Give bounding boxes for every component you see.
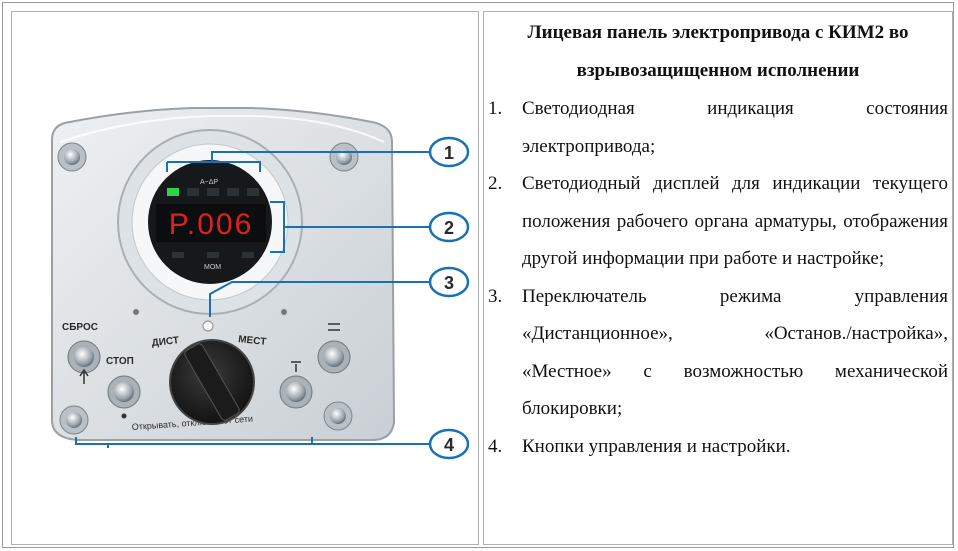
document-title: Лицевая панель электропривода с КИМ2 во …: [527, 22, 909, 81]
status-led-green: [167, 188, 179, 196]
list-item: 3. Переключатель режима управления «Дист…: [486, 278, 952, 428]
callout-4: 4: [428, 428, 470, 460]
callout-lines: [75, 151, 432, 448]
list-item: 1. Светодиодная индикация состояния элек…: [486, 90, 952, 165]
reset-label: СБРОС: [62, 322, 98, 333]
stop-button[interactable]: [107, 375, 141, 419]
feature-list: 1. Светодиодная индикация состояния элек…: [484, 90, 952, 465]
panel-top-label: A~ΔP: [200, 179, 218, 186]
svg-text:1: 1: [444, 143, 454, 163]
item-text: Кнопки управления и настройки.: [522, 435, 791, 457]
svg-text:4: 4: [444, 435, 454, 455]
callout-2: 2: [428, 211, 470, 243]
position-display: P.006: [169, 208, 254, 241]
list-item: 2. Светодиодный дисплей для индикации те…: [486, 165, 952, 278]
screw-icon: [323, 401, 353, 431]
reset-button[interactable]: [67, 340, 101, 384]
item-text: Светодиодная индикация состояния электро…: [522, 98, 948, 157]
stop-label: СТОП: [106, 356, 134, 367]
item-text: Переключатель режима управления «Дистанц…: [522, 285, 948, 420]
open-button[interactable]: [317, 323, 351, 374]
item-number: 4.: [488, 435, 503, 457]
list-item: 4. Кнопки управления и настройки.: [486, 428, 952, 466]
close-button[interactable]: [279, 361, 313, 409]
panel-figure: A~ΔP P.006 МОМ СБРОС СТОП ДИСТ МЕСТ Откр…: [51, 107, 470, 460]
panel-figure-cell: A~ΔP P.006 МОМ СБРОС СТОП ДИСТ МЕСТ Откр…: [11, 11, 479, 545]
mode-label: МОМ: [204, 264, 221, 271]
screw-icon: [59, 405, 89, 435]
callout-3: 3: [428, 266, 470, 298]
svg-text:2: 2: [444, 218, 454, 238]
remote-label: ДИСТ: [151, 335, 179, 349]
mode-switch[interactable]: [169, 339, 255, 425]
local-label: МЕСТ: [238, 334, 267, 348]
item-text: Светодиодный дисплей для индикации текущ…: [522, 173, 948, 269]
screw-icon: [329, 142, 359, 172]
item-number: 1.: [488, 98, 503, 119]
callout-1: 1: [428, 136, 470, 168]
item-number: 3.: [488, 285, 503, 307]
screw-icon: [57, 142, 87, 172]
svg-text:3: 3: [444, 273, 454, 293]
item-number: 2.: [488, 173, 503, 194]
description-cell: Лицевая панель электропривода с КИМ2 во …: [483, 11, 953, 545]
